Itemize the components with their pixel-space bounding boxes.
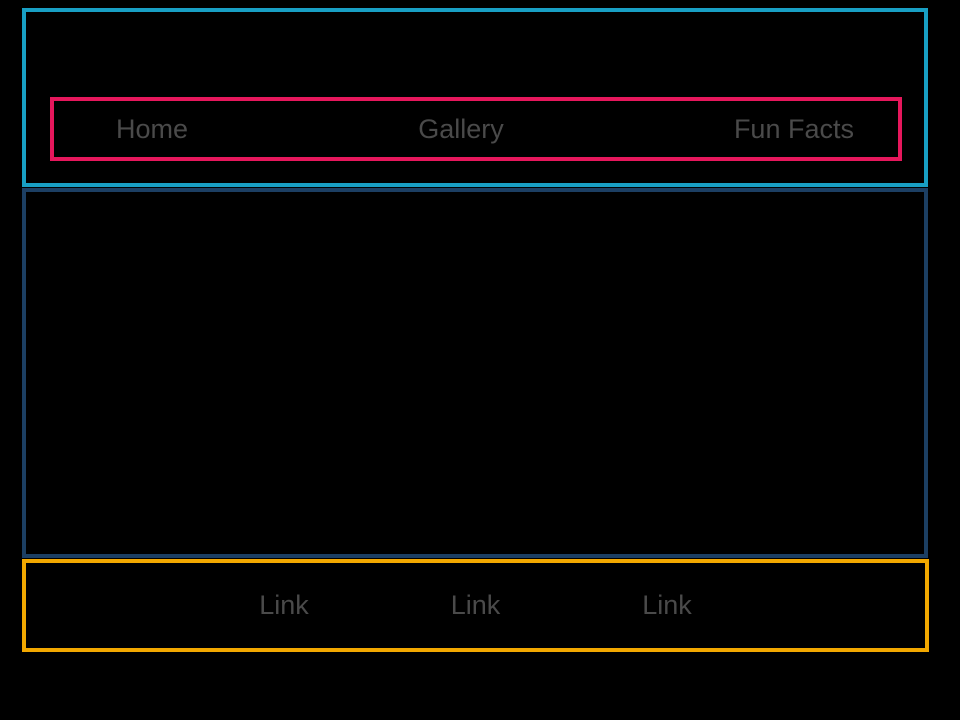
footer-link-2[interactable]: Link	[450, 590, 501, 620]
nav-item-fun-facts[interactable]: Fun Facts	[733, 113, 854, 144]
nav-item-gallery[interactable]: Gallery	[418, 113, 504, 144]
nav-item-home[interactable]: Home	[116, 113, 189, 144]
footer-link-1[interactable]: Link	[259, 590, 309, 620]
footer-region: Link Link Link	[22, 559, 929, 652]
nav-bar: Home Gallery Fun Facts	[50, 97, 902, 161]
header-region: Home Gallery Fun Facts	[22, 8, 928, 187]
main-content-region	[22, 188, 928, 558]
footer-link-3[interactable]: Link	[642, 590, 692, 620]
